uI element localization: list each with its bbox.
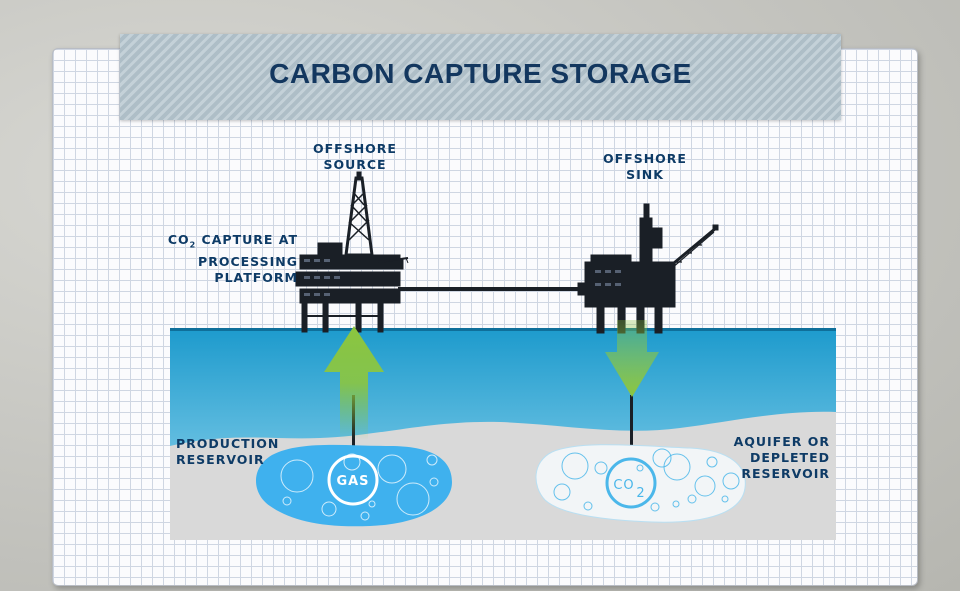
production-flow-arrow [324,326,384,440]
aquifer-label: AQUIFER OR DEPLETED RESERVOIR [728,434,830,482]
co2-capture-line2: PROCESSING PLATFORM [198,253,298,285]
co2-capture-rest: CAPTURE AT [196,232,298,247]
aquifer-line1: AQUIFER OR [733,434,830,449]
injection-well [630,395,633,463]
gas-label: GAS [336,474,369,489]
offshore-source-platform [295,171,409,333]
aquifer-line3: RESERVOIR [741,466,830,481]
offshore-sink-line1: OFFSHORE [603,151,687,166]
offshore-sink-label: OFFSHORE SINK [585,151,705,183]
offshore-source-line1: OFFSHORE [313,141,397,156]
gas-bubbles [280,453,439,521]
co2-capture-co: CO [167,232,190,247]
offshore-sink-platform [577,203,719,334]
co2-capture-line1: CO2 CAPTURE AT [110,232,298,254]
title-tape [120,34,841,120]
pipeline [398,287,588,291]
co2-bubbles [553,448,740,512]
offshore-sink-line2: SINK [626,167,664,182]
gas-label-ring [327,454,379,506]
co2-label-subscript: 2 [636,486,645,501]
production-reservoir-line2: RESERVOIR [176,452,265,467]
co2-capture-subscript: 2 [189,240,197,250]
co2-reservoir [535,444,746,523]
co2-capture-label: CO2 CAPTURE AT PROCESSING PLATFORM [110,232,298,286]
production-reservoir-line1: PRODUCTION [176,436,280,451]
gas-reservoir [256,444,452,527]
production-reservoir-label: PRODUCTION RESERVOIR [176,436,286,468]
co2-label-ring [605,457,657,509]
aquifer-line2: DEPLETED [749,450,830,465]
injection-flow-arrow [605,320,659,397]
page-title: CARBON CAPTURE STORAGE [269,58,692,89]
sea-surface-line [170,328,836,331]
offshore-source-line2: SOURCE [323,157,387,172]
offshore-source-label: OFFSHORE SOURCE [290,141,420,173]
co2-label: CO [613,478,634,493]
